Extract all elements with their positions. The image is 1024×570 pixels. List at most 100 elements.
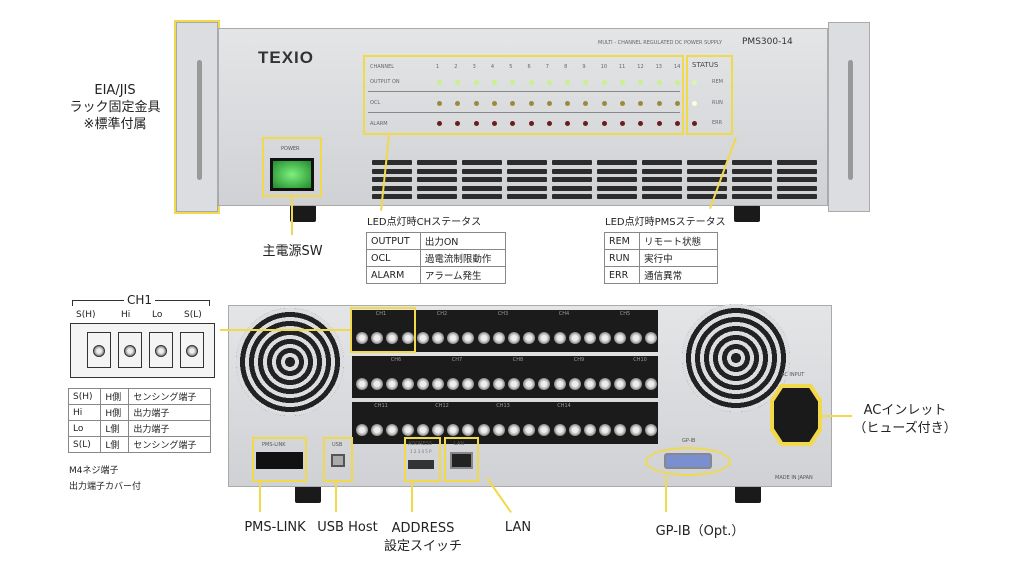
terminal-group-label: CH10 bbox=[633, 357, 647, 363]
terminal-screw bbox=[629, 378, 642, 390]
fan-left bbox=[236, 308, 344, 416]
terminal-screw bbox=[401, 378, 414, 390]
power-switch[interactable] bbox=[270, 158, 314, 191]
vent-slot bbox=[642, 177, 682, 182]
terminal-group-label: CH13 bbox=[496, 403, 510, 409]
gpib-socket bbox=[664, 453, 712, 469]
terminal-screw bbox=[371, 424, 384, 436]
led-alarm bbox=[491, 121, 497, 126]
terminal-screw bbox=[614, 424, 627, 436]
vent-slot bbox=[597, 194, 637, 199]
channel-number: 12 bbox=[637, 64, 644, 70]
led-ocl bbox=[455, 101, 461, 106]
vent-slot bbox=[417, 160, 457, 165]
channel-number: 7 bbox=[545, 64, 549, 70]
power-label: POWER bbox=[281, 146, 300, 152]
row-label-alarm: ALARM bbox=[370, 121, 388, 127]
channel-number: 4 bbox=[490, 64, 495, 70]
made-in-label: MADE IN JAPAN bbox=[775, 475, 813, 481]
vent-slot bbox=[552, 194, 592, 199]
led-alarm bbox=[546, 121, 552, 126]
led-run bbox=[692, 101, 697, 106]
channel-number: 8 bbox=[564, 64, 568, 70]
pms-link-port[interactable] bbox=[252, 437, 307, 482]
usb-port[interactable] bbox=[323, 437, 353, 482]
vent-slot bbox=[687, 168, 727, 174]
ch1-note: 出力端子カバー付 bbox=[69, 482, 142, 492]
terminal-screw bbox=[432, 424, 444, 436]
rj45-port bbox=[256, 452, 303, 469]
led-alarm bbox=[583, 121, 589, 126]
status-rem: REM bbox=[712, 79, 723, 85]
led-alarm bbox=[638, 121, 644, 126]
led-ocl bbox=[528, 101, 534, 106]
gpib-port[interactable] bbox=[645, 447, 731, 476]
terminal-group-label: CH6 bbox=[390, 357, 402, 363]
power-switch-highlight bbox=[262, 137, 322, 197]
vent-slot bbox=[732, 194, 772, 199]
rack-ear-highlight bbox=[174, 20, 220, 214]
terminal-screw bbox=[462, 424, 475, 436]
vent-slot bbox=[687, 194, 727, 199]
vent-slot bbox=[417, 168, 457, 174]
led-ocl bbox=[473, 101, 479, 106]
channel-number: 11 bbox=[619, 64, 626, 70]
terminal-label: S(L) bbox=[184, 310, 202, 320]
led-output bbox=[620, 80, 625, 85]
terminal-screw bbox=[477, 424, 490, 436]
led-output bbox=[565, 80, 571, 85]
terminal-screw bbox=[568, 424, 581, 436]
pms-status-caption: LED点灯時PMSステータス bbox=[605, 217, 726, 228]
vent-slot bbox=[552, 177, 592, 182]
vent-slot bbox=[777, 185, 817, 191]
ac-inlet[interactable] bbox=[770, 384, 822, 446]
led-ocl bbox=[437, 101, 442, 106]
led-output bbox=[528, 80, 534, 85]
led-output bbox=[491, 80, 497, 85]
terminal-group-label: CH3 bbox=[497, 311, 509, 317]
ch1-terminal-highlight bbox=[350, 307, 416, 353]
status-err: ERR bbox=[712, 120, 723, 126]
terminal-screw bbox=[644, 378, 657, 390]
status-run: RUN bbox=[712, 100, 723, 106]
vent-slot bbox=[372, 194, 412, 199]
led-output bbox=[437, 80, 442, 85]
led-ocl bbox=[491, 101, 497, 106]
product-description: MULTI - CHANNEL REGULATED DC POWER SUPPL… bbox=[598, 40, 723, 46]
status-title: STATUS bbox=[692, 61, 719, 69]
terminal-screw bbox=[371, 332, 384, 344]
terminal-group-label: CH7 bbox=[451, 357, 463, 363]
led-err bbox=[692, 121, 697, 126]
address-switch[interactable] bbox=[404, 437, 441, 482]
vent-slot bbox=[462, 160, 502, 165]
terminal-label: S(H) bbox=[76, 310, 96, 320]
terminal-screw bbox=[401, 424, 414, 436]
vent-slot bbox=[732, 160, 772, 165]
lan-label: LAN bbox=[454, 441, 465, 447]
terminal-label: Hi bbox=[121, 310, 131, 320]
rj45-socket bbox=[450, 452, 473, 469]
front-panel bbox=[218, 28, 828, 206]
channel-number: 5 bbox=[509, 64, 513, 70]
vent-slot bbox=[462, 177, 502, 182]
terminal-screw bbox=[432, 378, 444, 390]
terminal-screw bbox=[553, 332, 566, 344]
terminal-screw bbox=[492, 332, 505, 344]
terminal-screw bbox=[568, 332, 581, 344]
terminal-block-drawing bbox=[70, 323, 215, 378]
rack-handle-left bbox=[197, 60, 202, 180]
channel-number: 6 bbox=[527, 64, 531, 70]
led-output bbox=[638, 80, 644, 85]
rack-handle-right bbox=[848, 60, 853, 180]
terminal-screw bbox=[584, 378, 596, 390]
lan-port[interactable] bbox=[444, 437, 479, 482]
terminal-screw bbox=[538, 378, 551, 390]
terminal-screw bbox=[629, 424, 642, 436]
ch1-detail: CH1 S(H) Hi Lo S(L) bbox=[68, 293, 215, 381]
